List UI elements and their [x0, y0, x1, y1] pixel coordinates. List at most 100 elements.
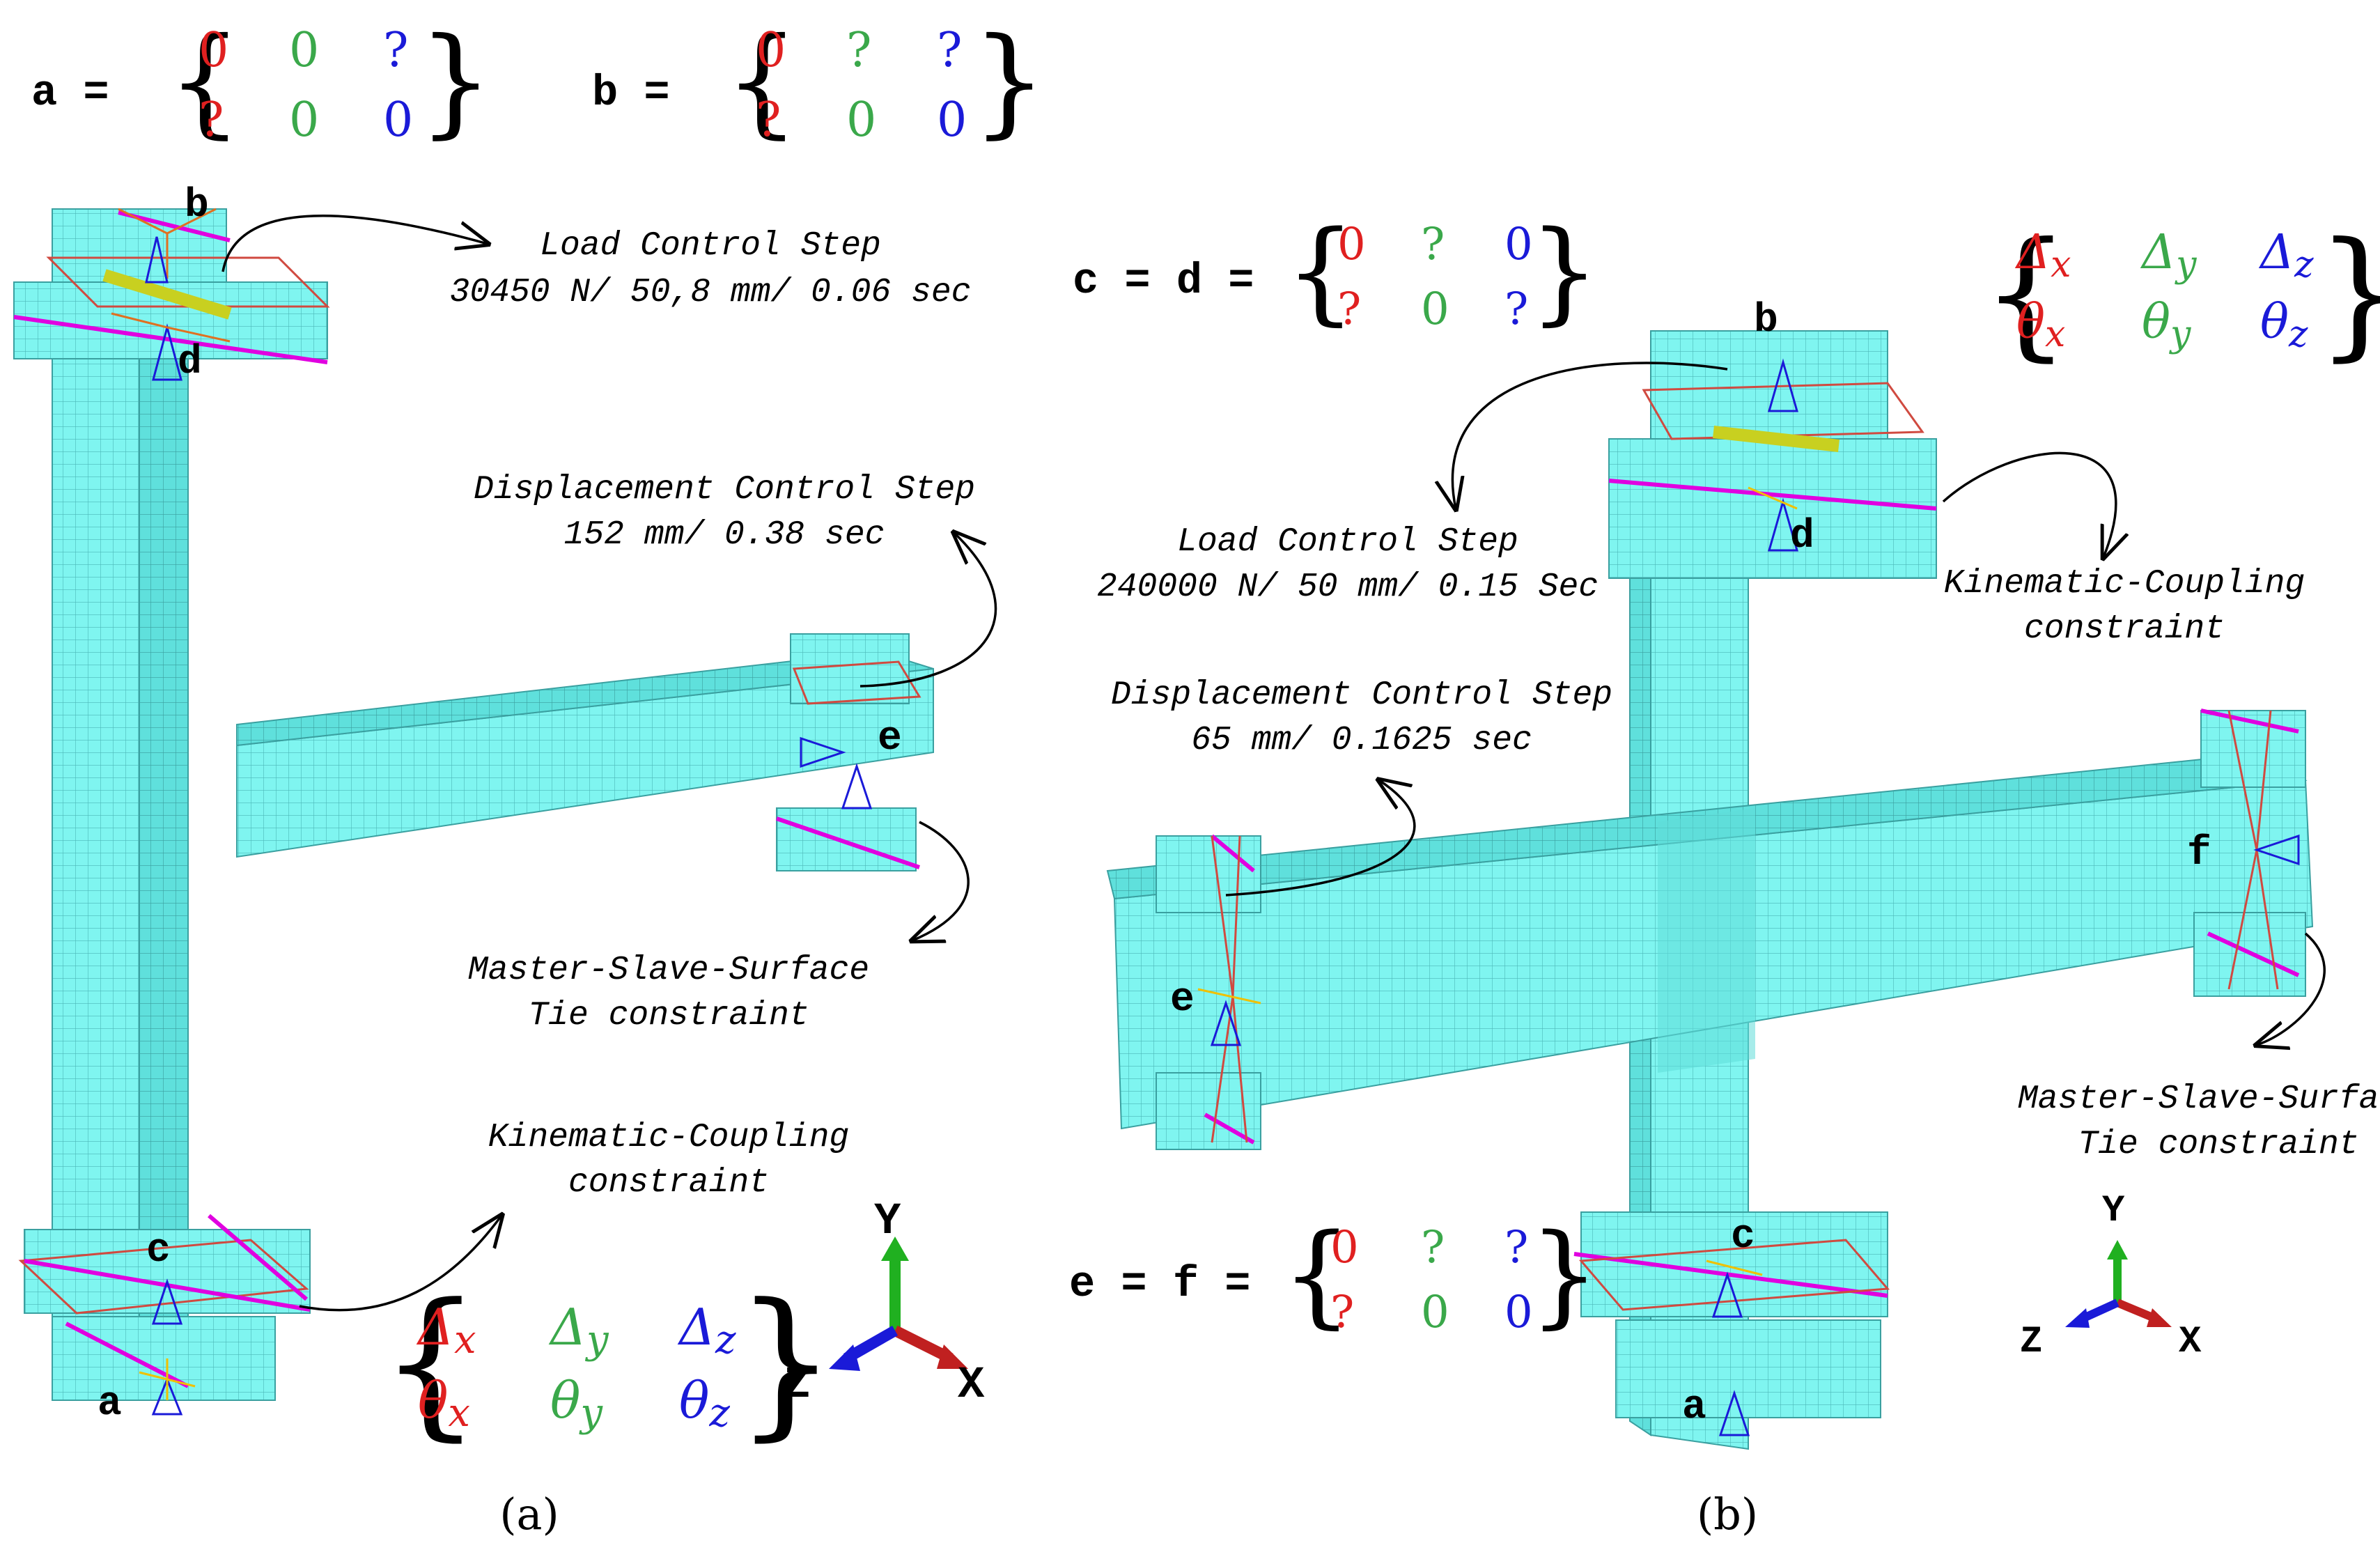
- axis-label-z-a: Z: [784, 1361, 810, 1411]
- panel-a-column: [52, 215, 189, 1395]
- svg-text:θz: θz: [2260, 295, 2308, 355]
- matrix-b-r1c2: ?: [846, 23, 871, 78]
- matrix-ef-brace-left: {: [1282, 1209, 1353, 1340]
- matrix-a-brace-left: {: [167, 13, 242, 150]
- coupling-b-line2: constraint: [2024, 610, 2225, 648]
- axis-label-y-b: Y: [2102, 1190, 2125, 1232]
- matrix-a-r2c3: 0: [383, 93, 413, 148]
- disp-step-a-line2: 152 mm/ 0.38 sec: [564, 516, 885, 554]
- tie-b-line1: Master-Slave-Surface: [2018, 1080, 2380, 1118]
- matrix-cd-name: c = d =: [1073, 256, 1254, 306]
- dof-a-ty: θ: [550, 1371, 580, 1429]
- dof-legend-b-brace-left: {: [1982, 212, 2070, 375]
- arrow-coupling-a: [299, 1216, 501, 1312]
- dof-b-tx: θ: [2016, 295, 2045, 350]
- matrix-a-r2c2: 0: [289, 93, 319, 148]
- dof-a-tz: θ: [679, 1371, 709, 1429]
- disp-step-b-line1: Displacement Control Step: [1111, 676, 1612, 714]
- matrix-b-r1c3: ?: [937, 23, 962, 78]
- matrix-b-brace-right: }: [972, 13, 1047, 150]
- matrix-a-r1c3: ?: [383, 23, 408, 78]
- load-step-b-line1: Load Control Step: [1177, 523, 1518, 561]
- svg-text:Δy: Δy: [2140, 225, 2197, 286]
- svg-text:θx: θx: [2016, 295, 2065, 355]
- dof-b-dx-sub: x: [2051, 244, 2071, 286]
- arrow-tie-a: [912, 821, 970, 940]
- load-step-a-line1: Load Control Step: [540, 227, 881, 265]
- dof-legend-a-brace-right: }: [735, 1270, 837, 1456]
- panel-a-top-block: [13, 208, 330, 364]
- dof-b-dy: Δ: [2140, 225, 2176, 280]
- dof-a-dy-sub: y: [584, 1317, 609, 1363]
- matrix-a-r1c1: 0: [199, 23, 228, 78]
- matrix-a-brace-right: }: [418, 13, 493, 150]
- node-d-b: d: [1790, 514, 1814, 559]
- panel-b-bottom-block: [1573, 1211, 1890, 1418]
- svg-text:θz: θz: [679, 1371, 730, 1436]
- dof-a-tx: θ: [418, 1371, 448, 1429]
- matrix-cd-r1c1: 0: [1337, 219, 1366, 270]
- dof-a-tz-sub: z: [708, 1390, 730, 1436]
- panel-label-a: (a): [499, 1489, 559, 1540]
- panel-a-model: [13, 208, 934, 1416]
- dof-a-tx-sub: x: [448, 1390, 470, 1436]
- dof-b-tx-sub: x: [2045, 313, 2065, 355]
- matrix-ef-r1c2: ?: [1421, 1222, 1445, 1273]
- panel-b-beam-end-blocks: [1156, 708, 2306, 1150]
- node-c-b: c: [1731, 1214, 1755, 1260]
- matrix-cd: c = d = { } 0 ? 0 ? 0 ?: [1073, 206, 1600, 336]
- matrix-cd-brace-left: {: [1285, 206, 1356, 336]
- axes-triad-b: Y X Z: [2020, 1190, 2202, 1363]
- panel-b-coupling-markers: [1197, 358, 2300, 1436]
- dof-a-dy: Δ: [548, 1298, 586, 1356]
- arrow-coupling-b: [1942, 451, 2116, 557]
- matrix-cd-r1c2: ?: [1421, 219, 1445, 270]
- tie-a-line1: Master-Slave-Surface: [468, 952, 869, 989]
- axis-label-z-b: Z: [2020, 1321, 2042, 1363]
- annotations-b: Load Control Step 240000 N/ 50 mm/ 0.15 …: [1097, 523, 2380, 1163]
- svg-text:Δx: Δx: [416, 1298, 476, 1363]
- matrix-cd-r2c3: ?: [1504, 284, 1528, 335]
- matrix-cd-brace-right: }: [1529, 206, 1600, 336]
- dof-a-dz: Δ: [677, 1298, 715, 1356]
- dof-legend-b: { } Δx Δy Δz θx θy θz: [1982, 212, 2380, 375]
- callout-arrows: [221, 215, 2326, 1312]
- tie-a-line2: Tie constraint: [528, 997, 809, 1034]
- matrix-cd-r2c1: ?: [1337, 284, 1361, 335]
- coupling-b-line1: Kinematic-Coupling: [1944, 565, 2305, 603]
- matrix-cd-r1c3: 0: [1504, 219, 1533, 270]
- annotations-a: Load Control Step 30450 N/ 50,8 mm/ 0.06…: [450, 227, 976, 1202]
- node-b-a: b: [185, 183, 209, 228]
- matrix-b-r2c2: 0: [846, 93, 876, 148]
- svg-text:θy: θy: [550, 1371, 603, 1436]
- dof-legend-a-brace-left: {: [380, 1270, 481, 1456]
- panel-b-beam: [1106, 751, 2314, 1130]
- node-e-a: e: [878, 716, 902, 761]
- svg-text:θx: θx: [418, 1371, 470, 1436]
- load-step-a-line2: 30450 N/ 50,8 mm/ 0.06 sec: [450, 274, 972, 311]
- matrix-ef-r1c1: 0: [1330, 1222, 1359, 1273]
- matrix-a-r1c2: 0: [289, 23, 319, 78]
- load-step-b-line2: 240000 N/ 50 mm/ 0.15 Sec: [1097, 568, 1599, 606]
- matrix-cd-r2c2: 0: [1421, 284, 1449, 335]
- panel-a-coupling-markers: [111, 208, 873, 1416]
- dof-b-dz: Δ: [2258, 225, 2294, 280]
- matrix-b-brace-left: {: [724, 13, 800, 150]
- coupling-a-line1: Kinematic-Coupling: [488, 1119, 849, 1156]
- arrow-disp-a: [860, 533, 997, 688]
- axis-label-x-a: X: [958, 1361, 985, 1411]
- dof-legend-a: { } Δx Δy Δz θx θy θz: [380, 1270, 837, 1456]
- panel-b-top-block: [1608, 330, 1937, 579]
- svg-text:θy: θy: [2142, 295, 2191, 355]
- axis-label-x-b: X: [2179, 1321, 2202, 1363]
- coupling-a-line2: constraint: [568, 1164, 769, 1202]
- node-e-b: e: [1170, 977, 1195, 1023]
- dof-legend-b-brace-right: }: [2316, 212, 2380, 375]
- matrix-ef-r2c3: 0: [1504, 1287, 1533, 1338]
- matrix-ef-r2c2: 0: [1421, 1287, 1449, 1338]
- panel-a-bottom-block: [18, 1214, 311, 1401]
- dof-a-dx-sub: x: [454, 1317, 476, 1363]
- arrow-disp-b: [1225, 780, 1416, 897]
- axes-triad-a: Y X Z: [784, 1197, 985, 1411]
